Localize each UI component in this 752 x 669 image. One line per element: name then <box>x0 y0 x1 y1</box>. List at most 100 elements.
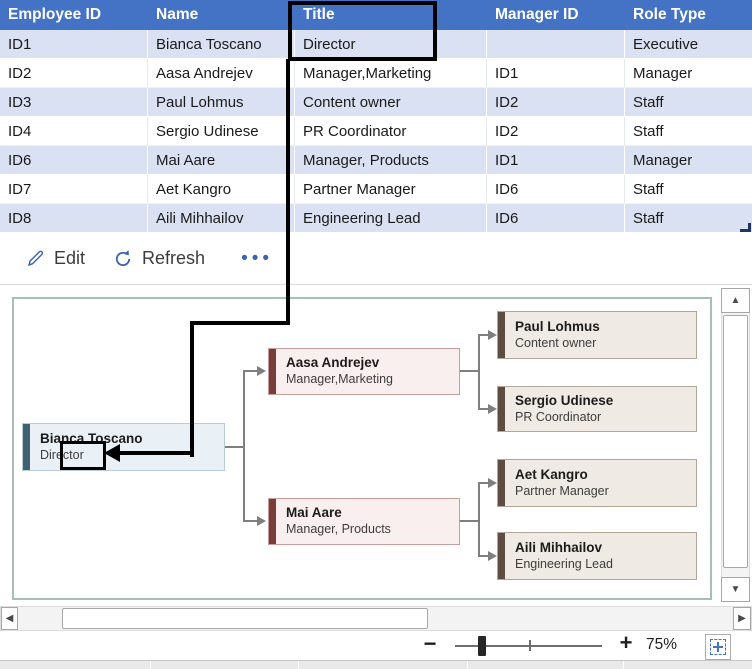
cell-employee-id[interactable]: ID6 <box>0 146 148 174</box>
connector-arrow-icon <box>488 478 497 488</box>
connector <box>478 334 489 336</box>
cell-name[interactable]: Aili Mihhailov <box>148 204 295 232</box>
connector-arrow-icon <box>257 516 266 526</box>
cell-role-type[interactable]: Staff <box>633 180 664 198</box>
cell-manager-id[interactable]: ID1 <box>487 59 625 87</box>
column-header-employee-id[interactable]: Employee ID <box>8 6 102 23</box>
cell-title[interactable]: PR Coordinator <box>295 117 487 145</box>
cell-employee-id[interactable]: ID1 <box>0 30 148 58</box>
cell-role-type[interactable]: Staff <box>633 93 664 111</box>
org-node-aasa-andrejev[interactable]: Aasa Andrejev Manager,Marketing <box>268 348 460 395</box>
node-accent-bar <box>23 424 30 470</box>
org-node-bianca-toscano[interactable]: Bianca Toscano Director <box>22 423 225 471</box>
cell-manager-id[interactable]: ID2 <box>487 117 625 145</box>
org-node-paul-lohmus[interactable]: Paul Lohmus Content owner <box>497 311 697 359</box>
node-title: PR Coordinator <box>515 409 602 424</box>
diagram-toolbar: Edit Refresh ••• <box>0 233 752 284</box>
column-header-name[interactable]: Name <box>156 6 199 23</box>
zoom-in-button[interactable]: + <box>619 630 633 655</box>
pencil-icon <box>28 250 44 267</box>
column-header-manager-id[interactable]: Manager ID <box>495 6 579 23</box>
zoom-slider-track[interactable] <box>455 645 602 647</box>
node-accent-bar <box>269 349 276 394</box>
cell-manager-id[interactable] <box>487 30 625 58</box>
cell-employee-id[interactable]: ID2 <box>0 59 148 87</box>
cell-title[interactable]: Partner Manager <box>295 175 487 203</box>
node-accent-bar <box>498 460 505 506</box>
zoom-slider-center-tick <box>529 640 531 651</box>
fit-to-window-button[interactable] <box>705 634 731 660</box>
gridline <box>467 661 468 669</box>
zoom-out-button[interactable]: − <box>423 631 437 656</box>
cell-role-type[interactable]: Manager <box>633 151 693 169</box>
cell-manager-id[interactable]: ID6 <box>487 175 625 203</box>
cell-role-type[interactable]: Staff <box>633 122 664 140</box>
zoom-slider-thumb[interactable] <box>478 636 486 656</box>
down-arrow-icon: ▼ <box>730 584 741 595</box>
node-title: Partner Manager <box>515 483 609 498</box>
column-header-title[interactable]: Title <box>303 6 335 23</box>
scroll-down-button[interactable]: ▼ <box>721 577 750 602</box>
zoom-level-label[interactable]: 75% <box>646 636 678 653</box>
cell-name[interactable]: Aet Kangro <box>148 175 295 203</box>
scroll-up-button[interactable]: ▲ <box>721 288 750 313</box>
node-name: Aili Mihhailov <box>515 539 603 555</box>
horizontal-scrollbar-thumb[interactable] <box>62 608 428 629</box>
org-node-aet-kangro[interactable]: Aet Kangro Partner Manager <box>497 459 697 507</box>
connector <box>460 370 479 372</box>
more-options-button[interactable]: ••• <box>241 247 274 269</box>
annotation-line <box>190 321 290 325</box>
cell-role-type[interactable]: Manager <box>633 64 693 82</box>
connector <box>478 482 480 557</box>
connector <box>478 334 480 410</box>
cell-title[interactable]: Content owner <box>295 88 487 116</box>
cell-name[interactable]: Paul Lohmus <box>148 88 295 116</box>
connector <box>243 370 258 372</box>
node-title: Engineering Lead <box>515 556 613 571</box>
object-separator <box>0 284 752 285</box>
cell-title[interactable]: Engineering Lead <box>295 204 487 232</box>
cell-employee-id[interactable]: ID7 <box>0 175 148 203</box>
scroll-left-button[interactable]: ◀ <box>1 607 18 630</box>
edit-button-label: Edit <box>54 248 86 268</box>
edit-button[interactable]: Edit <box>26 248 85 269</box>
node-name: Sergio Udinese <box>515 392 614 408</box>
connector <box>478 555 489 557</box>
cell-manager-id[interactable]: ID2 <box>487 88 625 116</box>
cell-manager-id[interactable]: ID6 <box>487 204 625 232</box>
org-node-sergio-udinese[interactable]: Sergio Udinese PR Coordinator <box>497 386 697 432</box>
vertical-scrollbar-thumb[interactable] <box>723 315 748 568</box>
connector <box>460 520 479 522</box>
table-resize-handle[interactable] <box>740 223 751 232</box>
cell-title[interactable]: Manager,Marketing <box>295 59 487 87</box>
annotation-line <box>190 321 194 457</box>
node-name: Aasa Andrejev <box>286 355 380 371</box>
connector <box>225 446 244 448</box>
org-node-mai-aare[interactable]: Mai Aare Manager, Products <box>268 498 460 545</box>
cell-role-type[interactable]: Staff <box>633 209 664 227</box>
cell-title[interactable]: Director <box>295 30 487 58</box>
cell-employee-id[interactable]: ID4 <box>0 117 148 145</box>
table-row: ID2 Aasa Andrejev Manager,Marketing ID1 … <box>0 59 752 88</box>
node-accent-bar <box>498 387 505 431</box>
connector-arrow-icon <box>488 330 497 340</box>
cell-name[interactable]: Sergio Udinese <box>148 117 295 145</box>
cell-name[interactable]: Bianca Toscano <box>148 30 295 58</box>
right-arrow-icon: ▶ <box>738 613 746 624</box>
cell-name[interactable]: Mai Aare <box>148 146 295 174</box>
connector <box>243 520 258 522</box>
cell-name[interactable]: Aasa Andrejev <box>148 59 295 87</box>
cell-employee-id[interactable]: ID8 <box>0 204 148 232</box>
cell-title[interactable]: Manager, Products <box>295 146 487 174</box>
cell-role-type[interactable]: Executive <box>633 35 699 53</box>
table-row: ID1 Bianca Toscano Director Executive <box>0 30 752 59</box>
refresh-button[interactable]: Refresh <box>113 248 205 269</box>
column-header-role-type[interactable]: Role Type <box>633 6 706 23</box>
cell-employee-id[interactable]: ID3 <box>0 88 148 116</box>
node-title: Manager, Products <box>286 522 391 537</box>
gridline <box>623 661 624 669</box>
cell-manager-id[interactable]: ID1 <box>487 146 625 174</box>
org-node-aili-mihhailov[interactable]: Aili Mihhailov Engineering Lead <box>497 532 697 580</box>
scroll-right-button[interactable]: ▶ <box>733 607 751 630</box>
